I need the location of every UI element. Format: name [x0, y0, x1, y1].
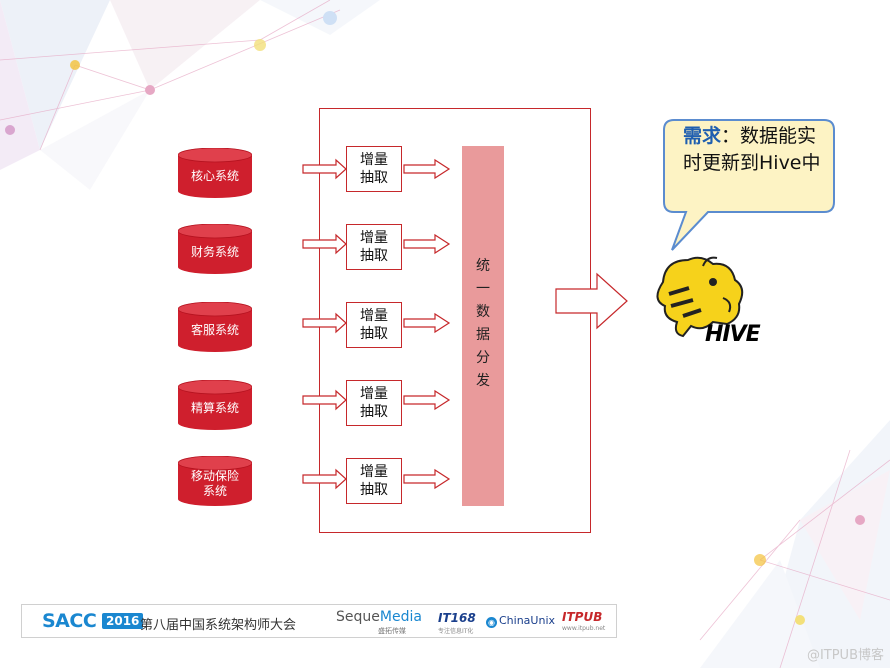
hive-wordmark: HIVE: [705, 322, 761, 347]
database-icon: [178, 380, 252, 430]
arrow-db-to-extract: [302, 158, 347, 180]
itpub-logo: ITPUB: [562, 610, 603, 624]
it168-subtitle: 专注信息IT化: [438, 628, 474, 635]
sequemedia-part-b: Media: [379, 609, 422, 625]
arrow-db-to-extract: [302, 468, 347, 490]
sequemedia-part-a: Seque: [336, 609, 380, 625]
arrow-db-to-extract: [302, 233, 347, 255]
source-label: 精算系统: [190, 400, 239, 415]
sponsor-footer: SACC 2016 第八届中国系统架构师大会 SequeMedia 盛拓传媒 I…: [21, 604, 617, 638]
arrow-extract-to-dist: [403, 389, 451, 411]
sequemedia-logo: SequeMedia: [336, 609, 422, 625]
database-icon: [178, 302, 252, 352]
source-label: 客服系统: [190, 322, 239, 337]
arrow-db-to-extract: [302, 389, 347, 411]
extract-box: 增量 抽取: [346, 380, 402, 426]
database-icon: [178, 224, 252, 274]
database-icon: [178, 148, 252, 198]
source-db-actuarial: 精算系统: [178, 380, 252, 430]
sequemedia-subtitle: 盛拓传媒: [378, 627, 406, 635]
arrow-extract-to-dist: [403, 158, 451, 180]
source-label: 财务系统: [190, 244, 239, 259]
distribution-bar: [462, 146, 504, 506]
requirement-text: 需求：数据能实时更新到Hive中: [683, 123, 833, 177]
source-label: 移动保险 系统: [190, 469, 239, 498]
extract-box: 增量 抽取: [346, 224, 402, 270]
watermark: @ITPUB博客: [806, 648, 884, 663]
requirement-highlight: 需求: [683, 125, 722, 147]
arrow-extract-to-dist: [403, 312, 451, 334]
arrow-to-hive: [555, 272, 628, 330]
extract-box: 增量 抽取: [346, 302, 402, 348]
database-icon: [178, 456, 252, 506]
source-db-finance: 财务系统: [178, 224, 252, 274]
sacc-year: 2016: [102, 613, 144, 629]
chinaunix-logo: ◉ChinaUnix: [486, 614, 555, 628]
itpub-subtitle: www.itpub.net: [562, 625, 606, 632]
sacc-logo: SACC: [42, 610, 97, 632]
extract-box: 增量 抽取: [346, 146, 402, 192]
it168-logo: IT168: [438, 611, 476, 625]
arrow-db-to-extract: [302, 312, 347, 334]
requirement-bubble: [663, 119, 835, 251]
source-db-mobile: 移动保险 系统: [178, 456, 252, 506]
conference-title: 第八届中国系统架构师大会: [140, 618, 297, 633]
arrow-extract-to-dist: [403, 233, 451, 255]
hive-logo-icon: [656, 256, 744, 338]
chinaunix-text: ChinaUnix: [499, 614, 556, 627]
source-label: 核心系统: [190, 168, 239, 183]
arrow-extract-to-dist: [403, 468, 451, 490]
source-db-service: 客服系统: [178, 302, 252, 352]
requirement-separator: ：: [721, 125, 741, 147]
chinaunix-icon: ◉: [486, 617, 497, 628]
source-db-core: 核心系统: [178, 148, 252, 198]
distribution-label: 统 一 数 据 分 发: [476, 258, 490, 389]
requirement-body: 数据能实时更新到Hive中: [683, 125, 821, 174]
extract-box: 增量 抽取: [346, 458, 402, 504]
